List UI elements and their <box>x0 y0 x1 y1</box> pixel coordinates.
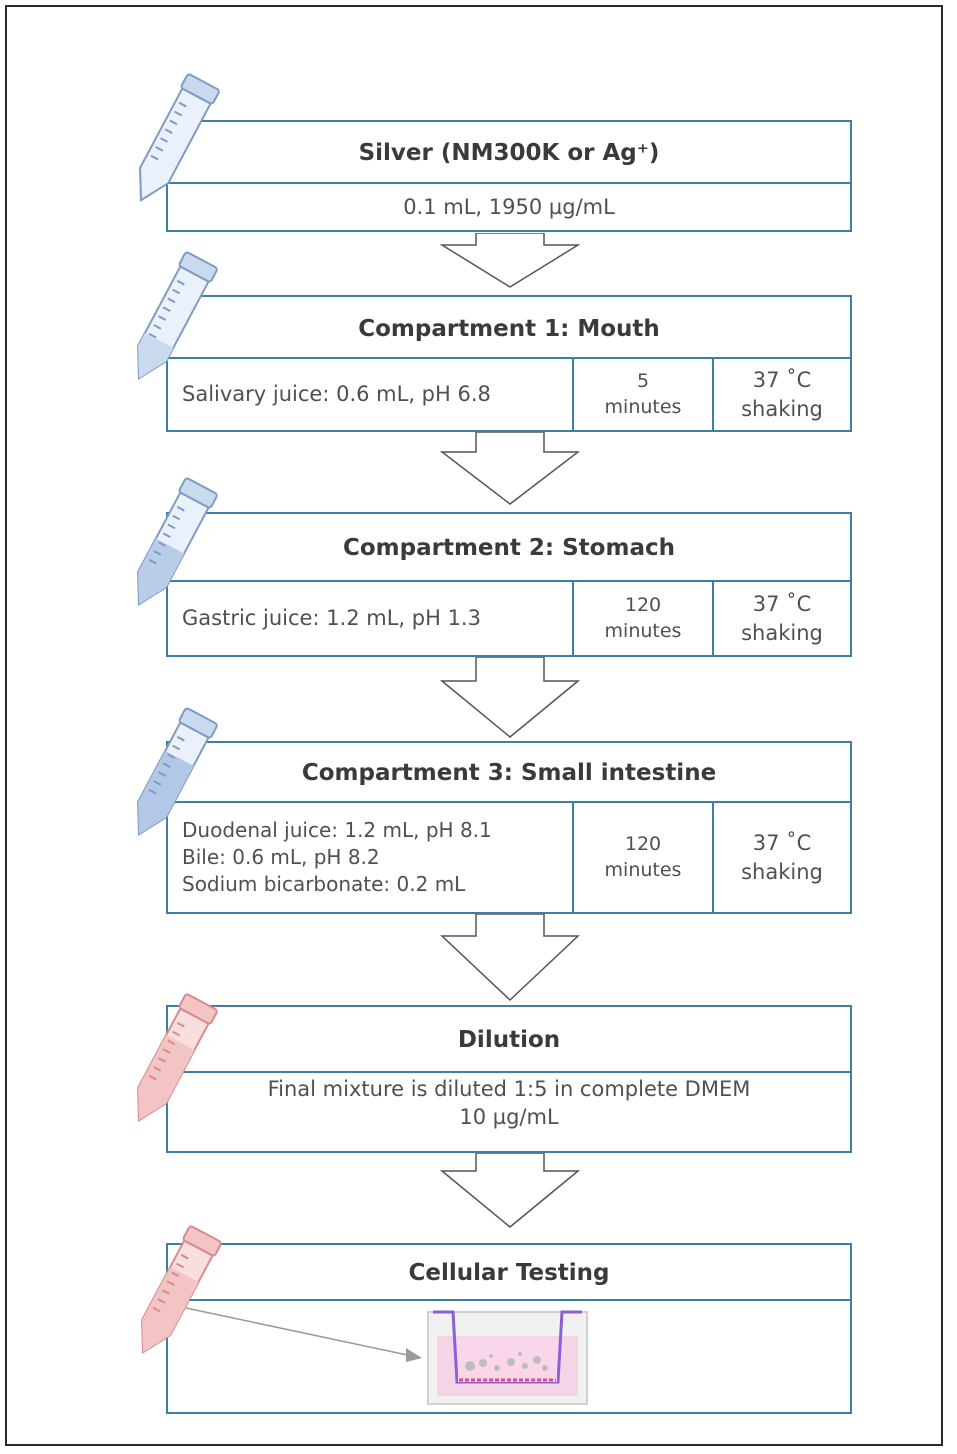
step-dilution: Dilution Final mixture is diluted 1:5 in… <box>166 1005 852 1153</box>
step-detail: 0.1 mL, 1950 µg/mL <box>403 194 615 219</box>
centrifuge-tube-icon <box>137 993 218 1123</box>
pointer-arrow-icon <box>185 1307 422 1362</box>
centrifuge-tube-icon <box>137 477 218 607</box>
step-title: Compartment 2: Stomach <box>343 535 675 561</box>
down-arrow-icon <box>440 657 580 738</box>
step-title: Dilution <box>457 1027 561 1053</box>
step-title: Compartment 3: Small intestine <box>301 760 717 786</box>
down-arrow-icon <box>440 1153 580 1228</box>
step-detail: Duodenal juice: 1.2 mL, pH 8.1 Bile: 0.6… <box>182 818 492 896</box>
step-mouth: Compartment 1: Mouth Salivary juice: 0.6… <box>166 295 852 432</box>
step-detail: Salivary juice: 0.6 mL, pH 6.8 <box>182 382 491 407</box>
step-detail-row: Final mixture is diluted 1:5 in complete… <box>166 1071 852 1153</box>
step-title: Silver (NM300K or Ag⁺) <box>358 140 660 166</box>
down-arrow-icon <box>440 914 580 1002</box>
step-title: Compartment 1: Mouth <box>358 316 660 342</box>
step-detail-row <box>166 1299 852 1414</box>
centrifuge-tube-icon <box>137 707 218 837</box>
step-detail-row: Duodenal juice: 1.2 mL, pH 8.1 Bile: 0.6… <box>166 801 852 914</box>
step-small-intestine: Compartment 3: Small intestine Duodenal … <box>166 741 852 914</box>
centrifuge-tube-icon <box>139 73 220 203</box>
figure-frame <box>5 5 943 1446</box>
step-silver: Silver (NM300K or Ag⁺) 0.1 mL, 1950 µg/m… <box>166 120 852 232</box>
centrifuge-tube-icon <box>137 251 218 381</box>
step-stomach: Compartment 2: Stomach Gastric juice: 1.… <box>166 512 852 657</box>
step-detail: Gastric juice: 1.2 mL, pH 1.3 <box>182 606 481 631</box>
step-detail-row: 0.1 mL, 1950 µg/mL <box>166 182 852 232</box>
step-detail: Final mixture is diluted 1:5 in complete… <box>267 1077 751 1130</box>
down-arrow-icon <box>440 432 580 505</box>
centrifuge-tube-icon <box>141 1225 222 1355</box>
step-title: Cellular Testing <box>408 1260 610 1286</box>
down-arrow-icon <box>440 233 580 288</box>
transwell-icon <box>427 1310 588 1405</box>
